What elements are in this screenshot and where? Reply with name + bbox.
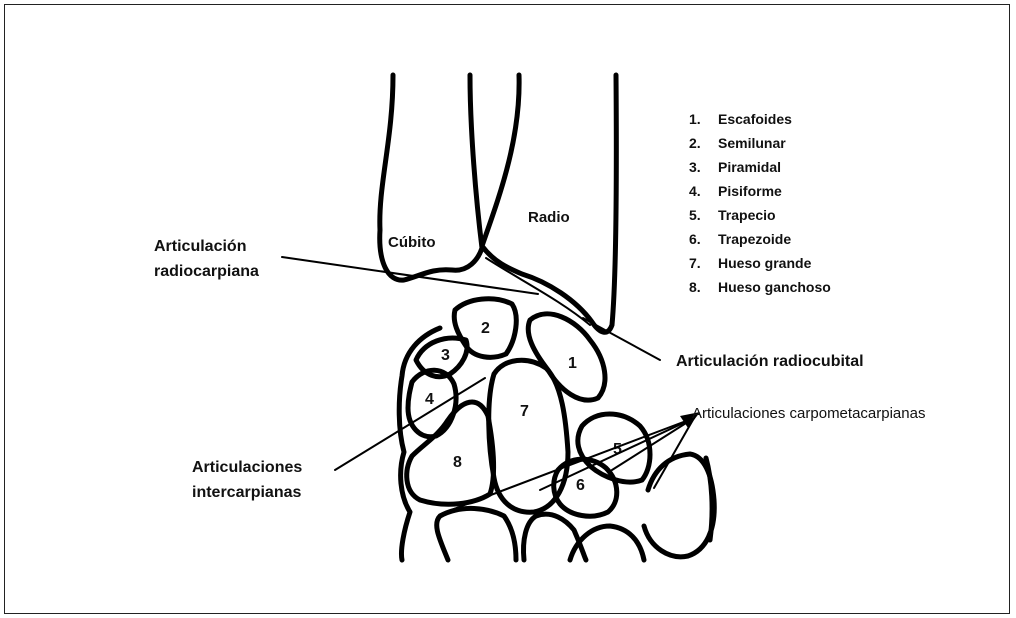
legend-number-1: 1. <box>689 111 701 127</box>
legend-name-7: Hueso grande <box>718 255 812 271</box>
legend-name-5: Trapecio <box>718 207 776 223</box>
radiocarpiana-label-line2: radiocarpiana <box>154 263 259 280</box>
thumb-edge <box>706 458 712 540</box>
legend-name-4: Pisiforme <box>718 183 782 199</box>
metacarpal-2 <box>570 526 644 560</box>
bone-number-3: 3 <box>441 347 450 364</box>
legend-name-6: Trapezoide <box>718 231 791 247</box>
radiocubital-pointer <box>583 318 660 360</box>
legend-name-8: Hueso ganchoso <box>718 279 831 295</box>
legend-name-2: Semilunar <box>718 135 786 151</box>
metacarpal-3 <box>524 514 587 560</box>
bone-number-2: 2 <box>481 320 490 337</box>
bone-number-4: 4 <box>425 391 434 408</box>
radius-label: Radio <box>528 209 570 226</box>
ulna-label: Cúbito <box>388 234 435 251</box>
bone-number-8: 8 <box>453 454 462 471</box>
intercarpianas-label-line2: intercarpianas <box>192 484 301 501</box>
legend-number-6: 6. <box>689 231 701 247</box>
radius-bone <box>482 75 616 332</box>
bone-number-6: 6 <box>576 477 585 494</box>
bone-number-7: 7 <box>520 403 529 420</box>
legend-number-8: 8. <box>689 279 701 295</box>
radiocubital-label: Articulación radiocubital <box>676 353 864 370</box>
legend-number-3: 3. <box>689 159 701 175</box>
bone-number-1: 1 <box>568 355 577 372</box>
bone-legend: 1. Escafoides 2. Semilunar 3. Piramidal … <box>689 111 831 295</box>
carpometacarpianas-label: Articulaciones carpometacarpianas <box>692 405 925 422</box>
legend-number-5: 5. <box>689 207 701 223</box>
intercarpianas-label-line1: Articulaciones <box>192 459 302 476</box>
legend-number-2: 2. <box>689 135 701 151</box>
legend-number-4: 4. <box>689 183 701 199</box>
legend-name-1: Escafoides <box>718 111 792 127</box>
radiocarpiana-label-line1: Articulación <box>154 238 246 255</box>
metacarpal-4 <box>437 508 516 560</box>
legend-name-3: Piramidal <box>718 159 781 175</box>
thumb-metacarpal <box>644 454 714 557</box>
legend-number-7: 7. <box>689 255 701 271</box>
